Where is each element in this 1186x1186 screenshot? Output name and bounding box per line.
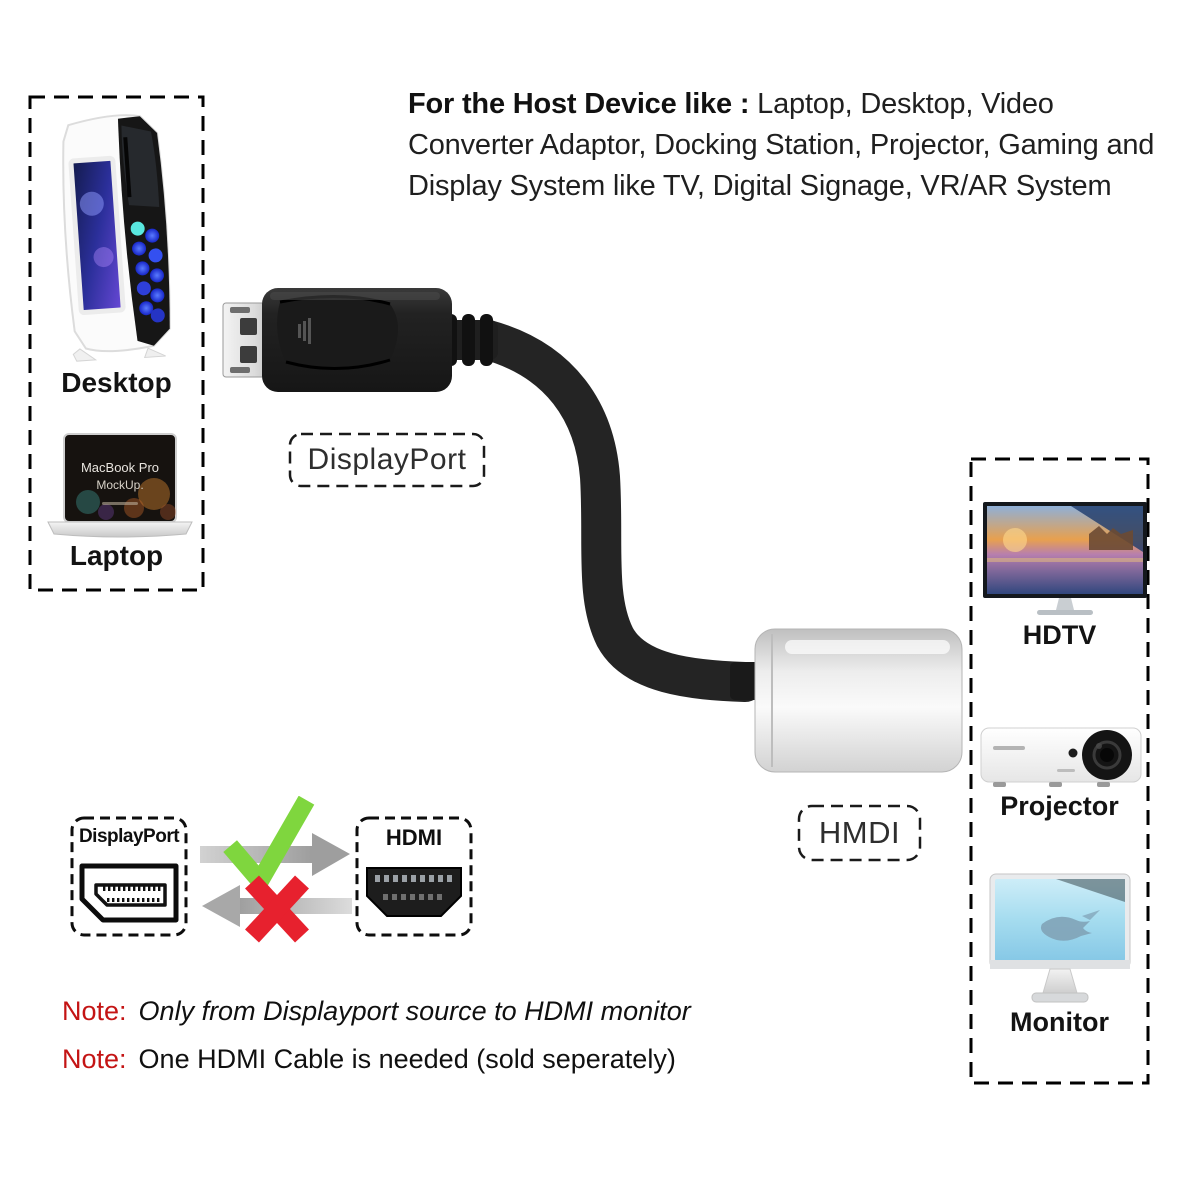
laptop-screen-subtitle: MockUp. (96, 478, 143, 492)
note-1: Note: Only from Displayport source to HDM… (62, 996, 691, 1027)
projector-label: Projector (1000, 791, 1119, 821)
hmdi-tag: HMDI (797, 804, 922, 862)
displayport-tag-label: DisplayPort (307, 443, 467, 476)
note-1-prefix: Note: (62, 996, 127, 1026)
note-2-prefix: Note: (62, 1044, 127, 1074)
note-2-text: One HDMI Cable is needed (sold seperatel… (138, 1044, 676, 1074)
dashed-border (28, 95, 205, 592)
compat-displayport-label: DisplayPort (78, 826, 180, 847)
display-devices-panel (969, 457, 1150, 1085)
title-bold-part: For the Host Device like : (408, 88, 750, 120)
source-devices-panel (28, 95, 205, 592)
hdmi-female-connector (754, 628, 963, 773)
monitor-image (989, 873, 1131, 1003)
displayport-tag: DisplayPort (288, 432, 486, 488)
hdtv-image (983, 502, 1147, 615)
dashed-border (969, 457, 1150, 1085)
displayport-port-icon (79, 863, 179, 923)
desktop-label: Desktop (61, 367, 172, 398)
laptop-image: MacBook Pro MockUp. (47, 433, 193, 538)
note-1-text: Only from Displayport source to HDMI mon… (138, 996, 691, 1026)
title-rest-part: Laptop, Desktop, Video Converter Adaptor… (408, 88, 1155, 202)
compat-hdmi-label: HDMI (385, 825, 443, 850)
dashed-border (355, 816, 473, 937)
note-2: Note: One HDMI Cable is needed (sold sepe… (62, 1044, 676, 1075)
hmdi-tag-label: HMDI (818, 815, 901, 850)
dashed-border (797, 804, 922, 862)
x-icon (245, 875, 309, 943)
adapter-cable (468, 320, 765, 702)
hdmi-plug-icon (366, 867, 462, 917)
adapter-neck (730, 662, 762, 700)
desktop-tower-image (62, 114, 171, 362)
compat-arrows (200, 796, 352, 943)
dashed-border (288, 432, 486, 488)
laptop-screen-title: MacBook Pro (81, 460, 159, 475)
laptop-label: Laptop (69, 540, 164, 571)
projector-image (980, 727, 1142, 787)
dashed-border (70, 816, 188, 937)
host-device-title: For the Host Device like : Laptop, Deskt… (408, 84, 1160, 207)
dp-to-hdmi-adapter-image (222, 288, 963, 773)
monitor-label: Monitor (1010, 1007, 1109, 1037)
hdtv-label: HDTV (1022, 620, 1097, 650)
check-icon (223, 796, 315, 897)
compat-hdmi-box: HDMI (355, 816, 473, 937)
compat-displayport-box: DisplayPort (70, 816, 188, 937)
